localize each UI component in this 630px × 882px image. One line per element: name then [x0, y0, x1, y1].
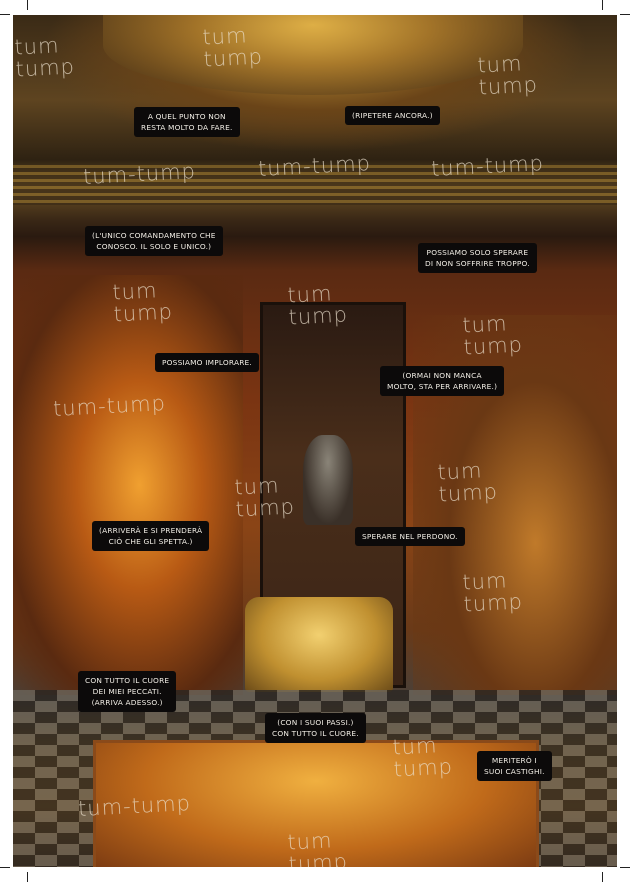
sfx-text: tum-tump	[77, 791, 192, 821]
figure-in-shadow	[303, 435, 353, 525]
golden-bed	[245, 597, 393, 692]
ceiling-dome	[103, 15, 523, 95]
caption-box: (Ormai non mancamolto, sta per arrivare.…	[380, 366, 505, 396]
crop-mark	[620, 867, 630, 868]
caption-box: Possiamo solo speraredi non soffrire tro…	[418, 243, 537, 273]
caption-box: (L'unico comandamento checonosco. Il sol…	[85, 226, 223, 256]
sfx-text: tum-tump	[257, 151, 372, 181]
crop-mark	[602, 0, 603, 10]
sfx-text: tum-tump	[52, 391, 167, 421]
crop-mark	[27, 0, 28, 10]
caption-box: (Con i suoi passi.)con tutto il cuore.	[265, 713, 366, 743]
caption-box: (Ripetere ancora.)	[345, 106, 440, 125]
sfx-text: tum-tump	[430, 151, 545, 181]
sfx-text: tum-tump	[82, 159, 197, 189]
ceiling-trim	[13, 165, 617, 205]
left-wall-gold	[13, 275, 243, 695]
caption-box: Meriterò isuoi castighi.	[477, 751, 552, 781]
crop-mark	[620, 14, 630, 15]
caption-box: Possiamo implorare.	[155, 353, 259, 372]
crop-mark	[0, 14, 10, 15]
crop-mark	[27, 872, 28, 882]
caption-box: A quel punto nonresta molto da fare.	[134, 107, 240, 137]
crop-mark	[602, 872, 603, 882]
caption-box: Sperare nel perdono.	[355, 527, 465, 546]
caption-box: (Arriverà e si prenderàciò che gli spett…	[92, 521, 210, 551]
crop-mark	[0, 867, 10, 868]
caption-box: Con tutto il cuoredei miei peccati.(Arri…	[78, 671, 177, 712]
carpet	[93, 740, 539, 867]
